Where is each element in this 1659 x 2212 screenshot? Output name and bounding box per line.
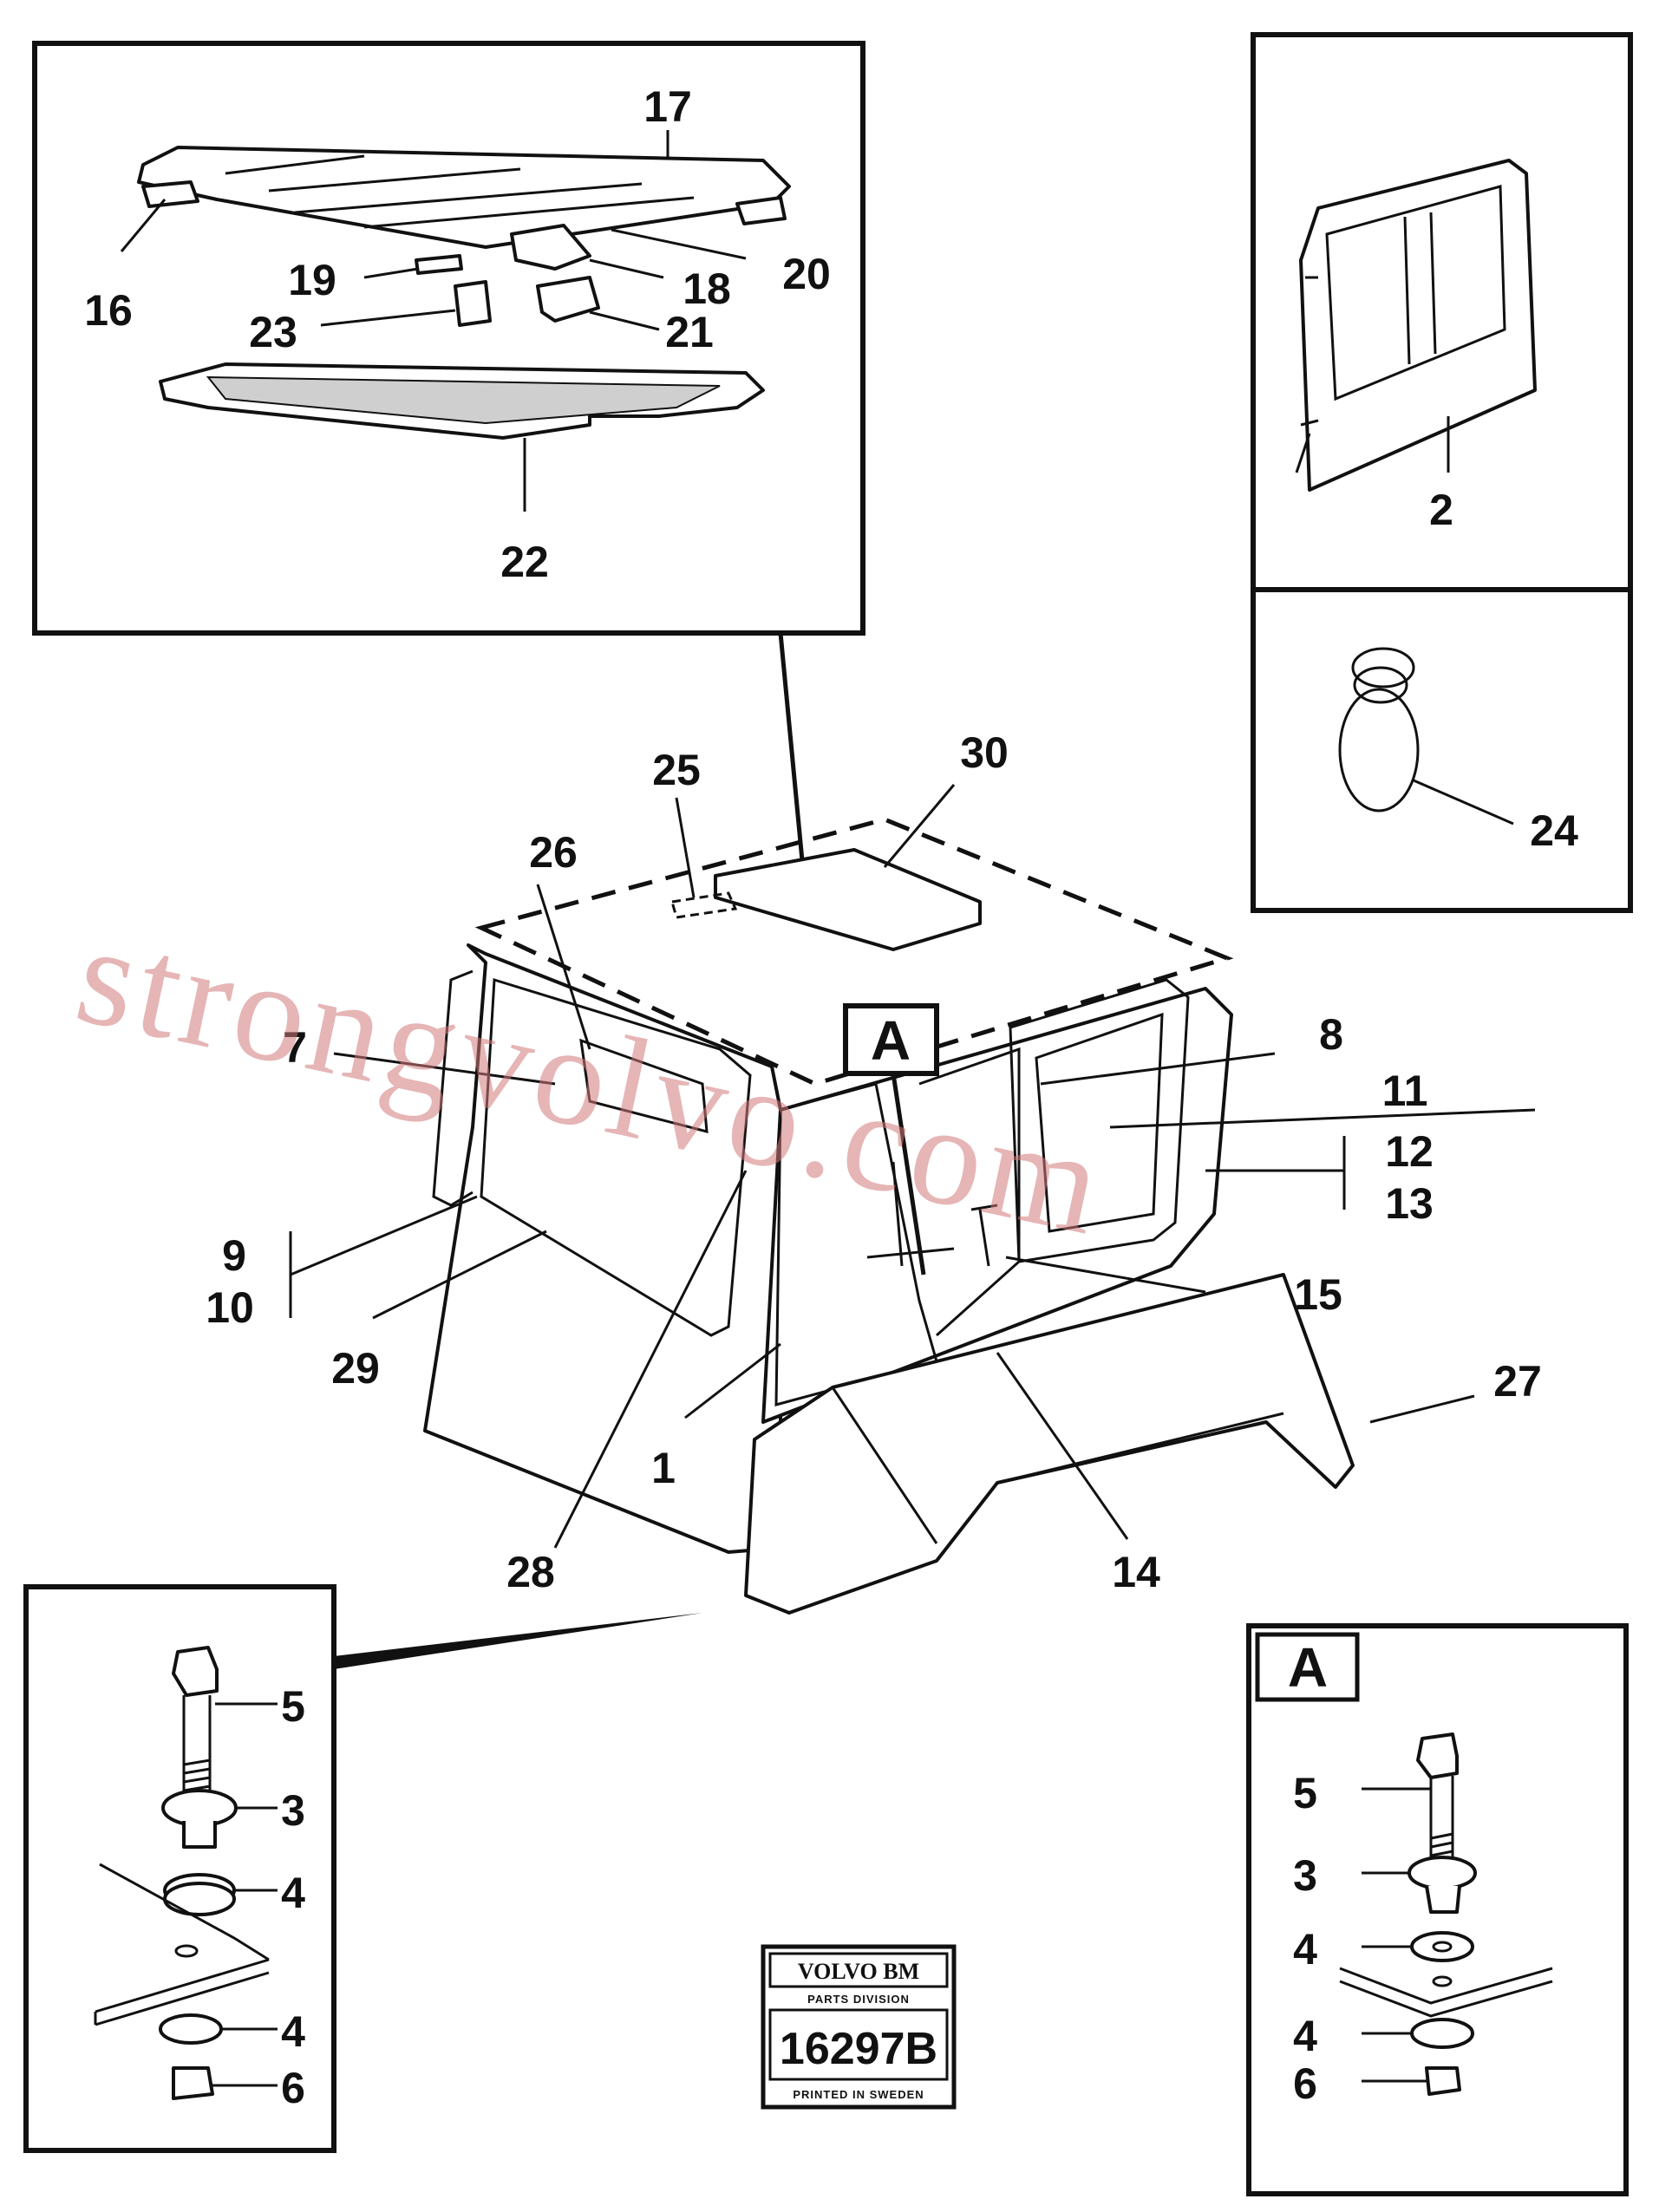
label-4-a-upper: 4 (1293, 1925, 1317, 1974)
label-8: 8 (1319, 1010, 1343, 1059)
mount-left-panel: 5 3 4 4 6 (23, 1584, 336, 2153)
detail-a-letter: A (1288, 1636, 1328, 1699)
label-10: 10 (206, 1283, 254, 1332)
label-19: 19 (288, 256, 336, 304)
label-15: 15 (1294, 1270, 1342, 1319)
door-detail-panel: 2 (1251, 32, 1633, 592)
bolt-5-a (1416, 1732, 1459, 1779)
label-21: 21 (665, 308, 714, 356)
label-3-left: 3 (281, 1786, 305, 1835)
hatch-detail-panel: 17 16 19 18 20 23 21 22 (32, 41, 865, 636)
label-28: 28 (506, 1548, 555, 1596)
roof-outline (474, 817, 1234, 1086)
label-25: 25 (652, 746, 701, 794)
label-26: 26 (529, 828, 578, 877)
stamp-division: PARTS DIVISION (807, 1993, 910, 2006)
ring-panel-frame (1251, 587, 1633, 913)
hinge-right (735, 196, 787, 225)
label-5-a: 5 (1293, 1769, 1317, 1817)
latch-18 (510, 224, 591, 271)
stamp-brand: VOLVO BM (798, 1959, 919, 1984)
label-3-a: 3 (1293, 1851, 1317, 1900)
stamp-number: 16297B (780, 2024, 937, 2074)
ring-detail-panel: 24 (1251, 587, 1633, 913)
washer-3-a (1408, 1856, 1477, 1890)
label-14: 14 (1112, 1548, 1160, 1596)
left-window-7 (480, 978, 752, 1337)
door-2 (1299, 159, 1537, 492)
pin-19 (415, 254, 463, 275)
cab-main-view: 25 30 26 7 8 11 12 13 9 10 29 15 27 1 28… (206, 728, 1542, 1615)
label-4-a-lower: 4 (1293, 2012, 1317, 2060)
label-7: 7 (283, 1023, 307, 1072)
fender (744, 1273, 1355, 1615)
label-20: 20 (782, 250, 831, 298)
label-22: 22 (500, 538, 549, 586)
washer-4-a-lower (1410, 2018, 1474, 2049)
washer-4-lower (159, 2013, 223, 2045)
label-11: 11 (1382, 1067, 1428, 1115)
roof-hatch-30 (714, 848, 982, 951)
bolt-5 (172, 1646, 219, 1697)
nut-6 (172, 2066, 214, 2100)
label-6-left: 6 (281, 2064, 305, 2112)
hatch-panel-frame (32, 41, 865, 636)
label-29: 29 (331, 1344, 380, 1393)
volvo-bm-stamp: VOLVO BM PARTS DIVISION 16297B PRINTED I… (761, 1944, 957, 2110)
mount-a-frame (1246, 1623, 1629, 2196)
label-1: 1 (651, 1444, 676, 1492)
label-13: 13 (1385, 1179, 1434, 1228)
callout-a-letter: A (871, 1009, 911, 1072)
label-12: 12 (1385, 1127, 1434, 1176)
label-27: 27 (1493, 1357, 1542, 1406)
nut-6-a (1425, 2066, 1461, 2096)
handle-21 (536, 276, 600, 323)
mount-left-frame (23, 1584, 336, 2153)
label-24: 24 (1530, 806, 1578, 855)
label-23: 23 (249, 308, 297, 356)
label-6-a: 6 (1293, 2059, 1317, 2108)
washer-4-a-upper (1410, 1931, 1474, 1962)
mount-a-panel: A 5 3 4 4 6 (1246, 1623, 1629, 2196)
label-17: 17 (643, 82, 692, 131)
label-9: 9 (222, 1231, 246, 1280)
callout-a-marker: A (843, 1003, 939, 1276)
hinge-left (141, 180, 199, 208)
label-30: 30 (960, 728, 1009, 777)
mount-pointer-line (334, 1613, 702, 1669)
washer-3 (161, 1789, 238, 1827)
ring-24 (1338, 688, 1420, 812)
label-4-left-upper: 4 (281, 1869, 305, 1917)
stamp-printed: PRINTED IN SWEDEN (793, 2088, 924, 2101)
label-5-left: 5 (281, 1682, 305, 1731)
label-2: 2 (1429, 486, 1453, 534)
label-18: 18 (683, 264, 731, 313)
clip-23 (454, 280, 492, 327)
label-4-left-lower: 4 (281, 2007, 305, 2056)
label-16: 16 (84, 286, 133, 335)
